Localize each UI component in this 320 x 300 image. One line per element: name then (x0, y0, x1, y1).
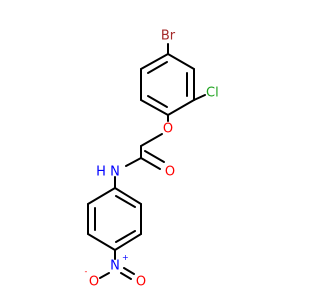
chlorine-label: Cl (206, 86, 219, 101)
nitro-oxygen-left-label: O (89, 275, 99, 290)
nitro-oxygen-right-label: O (136, 275, 146, 290)
lower-benzene-ring (87, 187, 142, 251)
bond-c-cl (193, 94, 206, 101)
amide-hydrogen-label: H (96, 165, 106, 180)
bond (140, 53, 169, 70)
nitro-nitrogen-label: N (110, 259, 120, 274)
nitro-nitrogen-charge: + (122, 253, 129, 262)
bond-n-o-right-1 (120, 272, 132, 280)
molecule-structure: Br Cl O O N H N + O - O (85, 29, 219, 290)
bond-o-ch2 (140, 133, 163, 147)
bond-c-o-double-2 (144, 150, 165, 163)
bond (87, 187, 116, 205)
bond (147, 95, 168, 108)
bond (167, 99, 195, 116)
bond (87, 233, 116, 251)
bond-n-o-left (99, 272, 110, 279)
bromine-label: Br (161, 29, 176, 44)
bond-c-o-double-1 (140, 157, 161, 170)
bond (114, 233, 142, 251)
bond-c-nh (125, 157, 142, 167)
amide-nitrogen-label: N (110, 165, 120, 180)
bond (147, 61, 168, 74)
bond-n-o-right-2 (123, 267, 135, 275)
upper-benzene-ring (140, 53, 195, 116)
ether-oxygen-label: O (163, 122, 173, 137)
bond (114, 187, 142, 205)
nitro-oxygen-left-charge: - (85, 267, 88, 276)
carbonyl-oxygen-label: O (165, 165, 175, 180)
bond (115, 195, 136, 208)
bond (115, 230, 136, 243)
bond (140, 99, 169, 116)
bond (167, 53, 195, 70)
